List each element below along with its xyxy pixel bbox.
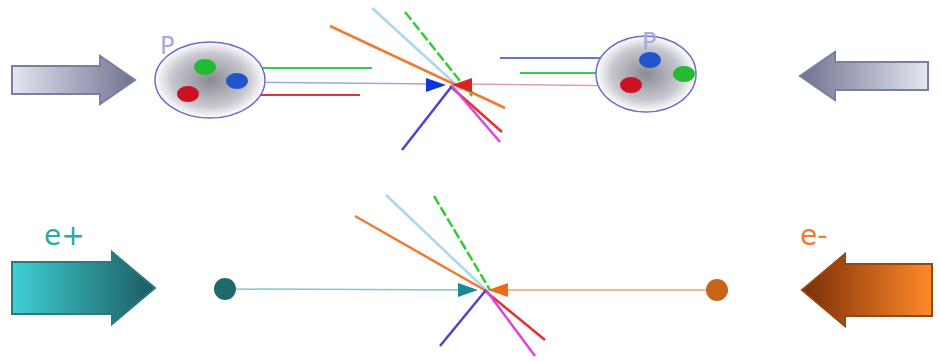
proton-beam-arrow — [12, 56, 135, 104]
positron-track — [225, 289, 470, 290]
electron-beam-arrow — [802, 254, 932, 326]
particle-label: e+ — [44, 222, 85, 250]
parton-head — [426, 78, 446, 92]
positron-beam-arrow — [12, 252, 155, 324]
electron-head — [488, 283, 508, 297]
particle-label: e- — [800, 222, 827, 250]
collision-jets — [330, 8, 505, 150]
parton-head — [452, 78, 472, 92]
positron — [214, 278, 236, 300]
electron-track — [490, 289, 717, 291]
positron-head — [458, 283, 478, 297]
electron — [706, 279, 728, 301]
particle-label: P — [160, 34, 174, 58]
proton-beam-arrow — [800, 52, 928, 100]
particle-label: P — [642, 30, 656, 54]
collision-jets — [355, 195, 545, 356]
